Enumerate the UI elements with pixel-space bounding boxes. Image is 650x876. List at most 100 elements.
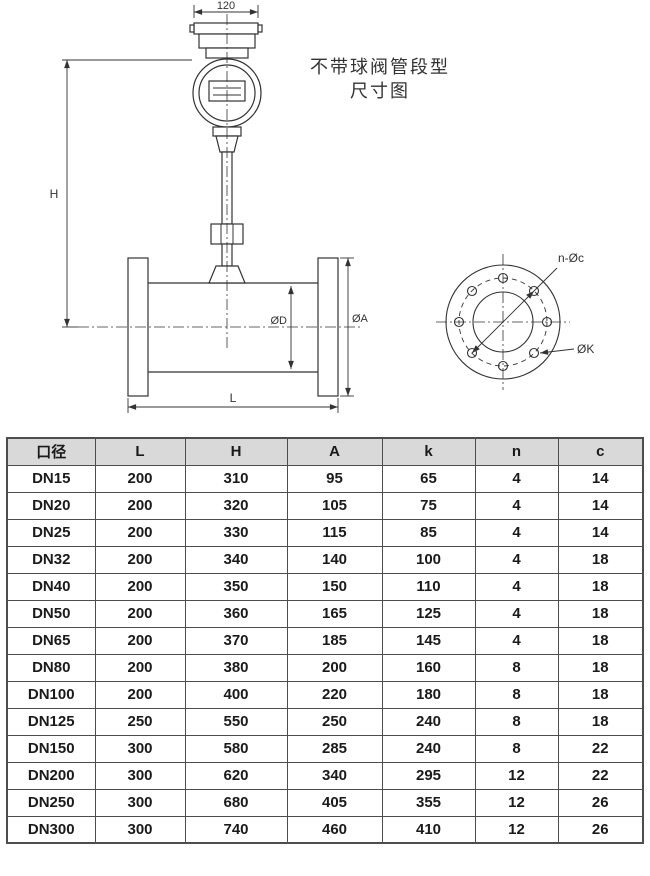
table-cell: 165 <box>286 599 383 628</box>
dimension-120 <box>193 5 259 18</box>
table-cell: 380 <box>184 653 288 682</box>
table-cell: 200 <box>94 464 186 493</box>
table-cell: 14 <box>557 491 644 520</box>
table-cell: 110 <box>381 572 476 601</box>
table-cell: 4 <box>474 626 559 655</box>
dimension-H <box>62 59 192 328</box>
table-cell: 550 <box>184 707 288 736</box>
table-cell: 8 <box>474 734 559 763</box>
table-cell: 410 <box>381 815 476 844</box>
table-cell: 4 <box>474 491 559 520</box>
row-label: DN100 <box>6 680 96 709</box>
flowmeter-drawing: 120 H ØD ØA L <box>50 0 594 413</box>
dim-A-label: ØA <box>352 313 369 325</box>
table-cell: 185 <box>286 626 383 655</box>
header-diameter: 口径 <box>6 437 96 466</box>
table-cell: 200 <box>94 572 186 601</box>
row-label: DN300 <box>6 815 96 844</box>
row-label: DN200 <box>6 761 96 790</box>
table-cell: 310 <box>184 464 288 493</box>
table-cell: 22 <box>557 761 644 790</box>
pipe-flange-right <box>317 257 339 397</box>
table-cell: 18 <box>557 545 644 574</box>
row-label: DN80 <box>6 653 96 682</box>
table-cell: 355 <box>381 788 476 817</box>
table-cell: 8 <box>474 707 559 736</box>
flange-bolt-circle-label: ØK <box>577 342 594 356</box>
table-cell: 620 <box>184 761 288 790</box>
table-cell: 405 <box>286 788 383 817</box>
table-cell: 295 <box>381 761 476 790</box>
bolt-circle-diagonal <box>471 290 535 354</box>
table-cell: 26 <box>557 788 644 817</box>
table-cell: 580 <box>184 734 288 763</box>
table-cell: 145 <box>381 626 476 655</box>
table-cell: 18 <box>557 572 644 601</box>
table-cell: 140 <box>286 545 383 574</box>
table-cell: 460 <box>286 815 383 844</box>
table-cell: 115 <box>286 518 383 547</box>
table-cell: 18 <box>557 626 644 655</box>
dim-D-label: ØD <box>271 315 288 327</box>
table-cell: 360 <box>184 599 288 628</box>
table-cell: 18 <box>557 653 644 682</box>
table-cell: 350 <box>184 572 288 601</box>
table-cell: 12 <box>474 788 559 817</box>
header-A: A <box>286 437 383 466</box>
table-cell: 300 <box>94 788 186 817</box>
flange-end-view <box>436 254 575 390</box>
drawing-area: 120 H ØD ØA L <box>0 0 650 437</box>
table-cell: 330 <box>184 518 288 547</box>
row-label: DN25 <box>6 518 96 547</box>
drawing-title-line2: 尺寸图 <box>350 81 410 101</box>
table-header: 口径 L H A k n c <box>6 437 644 466</box>
table-cell: 200 <box>94 680 186 709</box>
table-cell: 12 <box>474 761 559 790</box>
table-cell: 200 <box>94 518 186 547</box>
table-cell: 12 <box>474 815 559 844</box>
header-c: c <box>557 437 644 466</box>
table-cell: 285 <box>286 734 383 763</box>
table-cell: 4 <box>474 599 559 628</box>
table-cell: 250 <box>94 707 186 736</box>
header-k: k <box>381 437 476 466</box>
table-cell: 220 <box>286 680 383 709</box>
table-cell: 75 <box>381 491 476 520</box>
ok-leader <box>539 348 575 355</box>
table-cell: 26 <box>557 815 644 844</box>
table-cell: 14 <box>557 518 644 547</box>
table-cell: 180 <box>381 680 476 709</box>
header-H: H <box>184 437 288 466</box>
table-cell: 300 <box>94 815 186 844</box>
dimension-A <box>340 257 354 397</box>
table-cell: 105 <box>286 491 383 520</box>
table-cell: 4 <box>474 572 559 601</box>
row-label: DN250 <box>6 788 96 817</box>
table-cell: 85 <box>381 518 476 547</box>
pipe-mount-boss <box>208 265 246 284</box>
table-cell: 18 <box>557 680 644 709</box>
table-cell: 100 <box>381 545 476 574</box>
table-cell: 4 <box>474 545 559 574</box>
table-cell: 680 <box>184 788 288 817</box>
table-cell: 240 <box>381 707 476 736</box>
table-cell: 4 <box>474 518 559 547</box>
table-cell: 250 <box>286 707 383 736</box>
row-label: DN125 <box>6 707 96 736</box>
bolt-hole <box>528 347 540 359</box>
row-label: DN15 <box>6 464 96 493</box>
drawing-title-line1: 不带球阀管段型 <box>310 57 450 77</box>
table-cell: 95 <box>286 464 383 493</box>
flange-bolt-label: n-Øc <box>558 251 584 265</box>
table-cell: 150 <box>286 572 383 601</box>
